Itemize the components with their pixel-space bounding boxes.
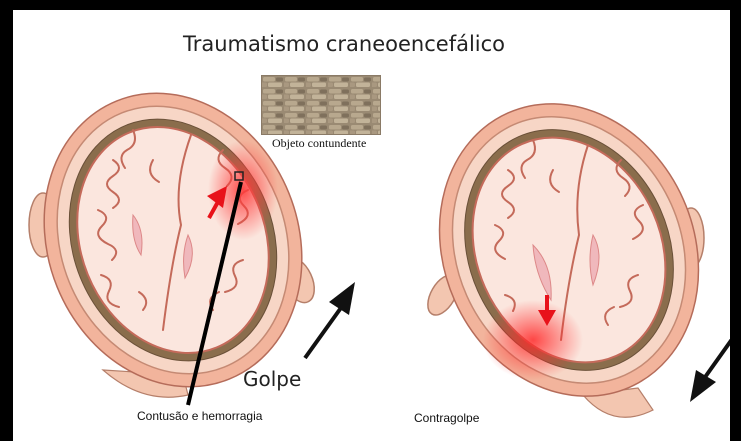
head-right [394,62,730,438]
diagram-canvas: Traumatismo craneoencefálico [13,10,730,441]
arrow-down-left-icon [690,328,730,402]
label-contusao-hemorragia: Contusão e hemorragia [137,409,262,423]
head-illustrations [13,10,730,441]
label-contragolpe: Contragolpe [414,411,479,425]
label-objeto-contundente: Objeto contundente [272,136,366,151]
label-golpe: Golpe [243,367,301,391]
